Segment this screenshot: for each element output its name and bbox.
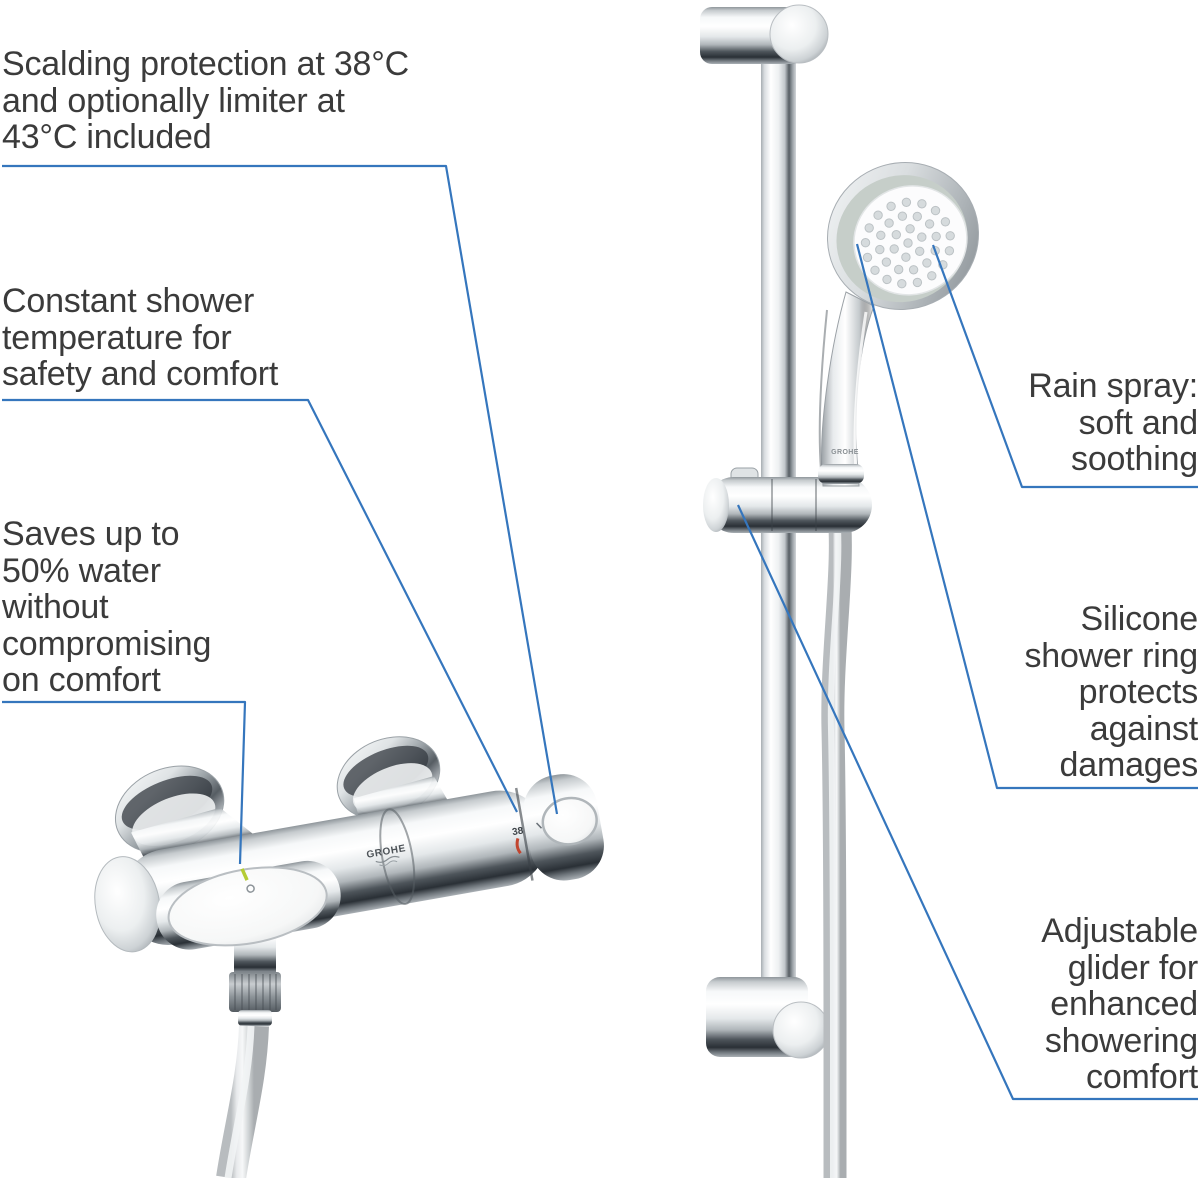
nozzle-dot bbox=[894, 264, 904, 275]
shower-hose bbox=[821, 503, 852, 1178]
nozzle-dot bbox=[944, 246, 955, 256]
nozzle-dot bbox=[870, 265, 880, 275]
annotation-line: comfort bbox=[1086, 1058, 1198, 1096]
nozzle-dot bbox=[864, 223, 874, 233]
annotation-line: showering bbox=[1044, 1021, 1198, 1060]
leader-rain-spray bbox=[931, 244, 1198, 489]
nozzle-dot bbox=[889, 244, 899, 254]
annotation-line: soothing bbox=[1071, 440, 1198, 478]
nozzle-dot bbox=[945, 231, 955, 241]
annotation-silicone-ring: Silicone shower ring protects against da… bbox=[1024, 601, 1198, 784]
nozzle-dot bbox=[884, 218, 894, 228]
nozzle-dot bbox=[927, 271, 937, 281]
nozzle-dot bbox=[922, 258, 932, 268]
nozzle-dot bbox=[862, 252, 873, 263]
annotation-line: safety and comfort bbox=[2, 355, 279, 393]
nozzle-dot bbox=[930, 205, 941, 216]
annotation-constant-temperature: Constant shower temperature for safety a… bbox=[2, 283, 278, 393]
nozzle-dot bbox=[882, 274, 892, 285]
annotation-line: Silicone bbox=[1080, 600, 1199, 638]
knurled-hose-nut bbox=[229, 972, 281, 1012]
nozzle-dot bbox=[912, 211, 922, 222]
nozzle-dot bbox=[886, 201, 896, 212]
shower-rail-set: GROHE bbox=[700, 4, 980, 1178]
mixer-left-end-cap bbox=[94, 856, 161, 953]
nozzle-dot bbox=[860, 238, 871, 248]
nozzle-dot bbox=[905, 224, 915, 234]
annotation-line: against bbox=[1089, 709, 1198, 748]
leader-water-saving bbox=[2, 700, 247, 865]
nozzle-dot bbox=[908, 265, 919, 275]
nozzle-dot bbox=[875, 244, 885, 255]
thermostat-mixer: GROHE 38 bbox=[94, 736, 604, 1178]
leader-adjustable-glider bbox=[737, 504, 1198, 1101]
nozzle-dot bbox=[873, 210, 883, 220]
hand-shower-brand-logo: GROHE bbox=[831, 449, 859, 456]
nozzle-dot bbox=[876, 230, 886, 241]
nozzle-dot bbox=[912, 277, 923, 288]
nozzle-dot bbox=[901, 252, 911, 262]
nozzle-dot bbox=[917, 199, 927, 209]
annotation-line: shower ring bbox=[1024, 636, 1198, 675]
annotation-line: damages bbox=[1059, 746, 1199, 784]
annotation-line: Adjustable bbox=[1041, 912, 1198, 950]
eco-marking bbox=[240, 868, 255, 893]
nozzle-dot bbox=[931, 231, 941, 242]
annotation-line: protects bbox=[1078, 673, 1199, 711]
annotation-line: temperature for bbox=[2, 318, 232, 357]
nozzle-dot bbox=[915, 246, 925, 257]
annotation-rain-spray: Rain spray: soft and soothing bbox=[1028, 368, 1198, 478]
annotation-line: on comfort bbox=[2, 661, 161, 699]
annotation-adjustable-glider: Adjustable glider for enhanced showering… bbox=[1041, 913, 1198, 1096]
annotation-line: Saves up to bbox=[2, 515, 180, 553]
nozzle-dot bbox=[897, 211, 908, 221]
nozzle-dot bbox=[901, 197, 912, 208]
adjustable-glider bbox=[703, 467, 872, 533]
hand-shower: GROHE bbox=[818, 161, 980, 487]
leader-scalding-protection bbox=[2, 164, 559, 815]
leader-silicone-ring bbox=[855, 243, 1198, 790]
nozzle-dot bbox=[897, 279, 907, 289]
annotation-line: enhanced bbox=[1050, 985, 1198, 1023]
annotation-line: Scalding protection at 38°C bbox=[2, 45, 409, 83]
rail-bottom-bracket bbox=[706, 977, 830, 1059]
mixer-hose bbox=[216, 918, 281, 1178]
temperature-red-marker bbox=[515, 838, 522, 855]
annotation-line: 50% water bbox=[2, 551, 161, 590]
annotation-water-saving: Saves up to 50% water without compromisi… bbox=[2, 516, 211, 699]
annotation-scalding-protection: Scalding protection at 38°C and optional… bbox=[2, 46, 409, 156]
annotation-line: without bbox=[2, 588, 109, 626]
spray-nozzles bbox=[860, 197, 955, 289]
temperature-handle: 38 bbox=[511, 774, 604, 881]
nozzle-dot bbox=[924, 219, 935, 229]
nozzle-dot bbox=[940, 217, 951, 227]
annotation-line: compromising bbox=[2, 624, 212, 663]
temperature-38-marking: 38 bbox=[511, 825, 524, 838]
annotation-line: soft and bbox=[1078, 403, 1199, 442]
annotation-line: 43°C included bbox=[2, 118, 212, 156]
annotation-line: and optionally limiter at bbox=[2, 81, 345, 120]
nozzle-dot bbox=[917, 232, 927, 242]
nozzle-dot bbox=[903, 238, 913, 248]
brand-logo: GROHE bbox=[366, 843, 407, 867]
annotation-line: glider for bbox=[1067, 948, 1198, 987]
annotation-line: Constant shower bbox=[2, 282, 255, 320]
leader-constant-temperature bbox=[2, 398, 518, 813]
flow-handle bbox=[156, 860, 341, 950]
annotation-line: Rain spray: bbox=[1028, 367, 1198, 405]
nozzle-dot bbox=[891, 230, 901, 240]
rail-top-bracket bbox=[700, 4, 829, 64]
nozzle-dot bbox=[881, 257, 892, 267]
